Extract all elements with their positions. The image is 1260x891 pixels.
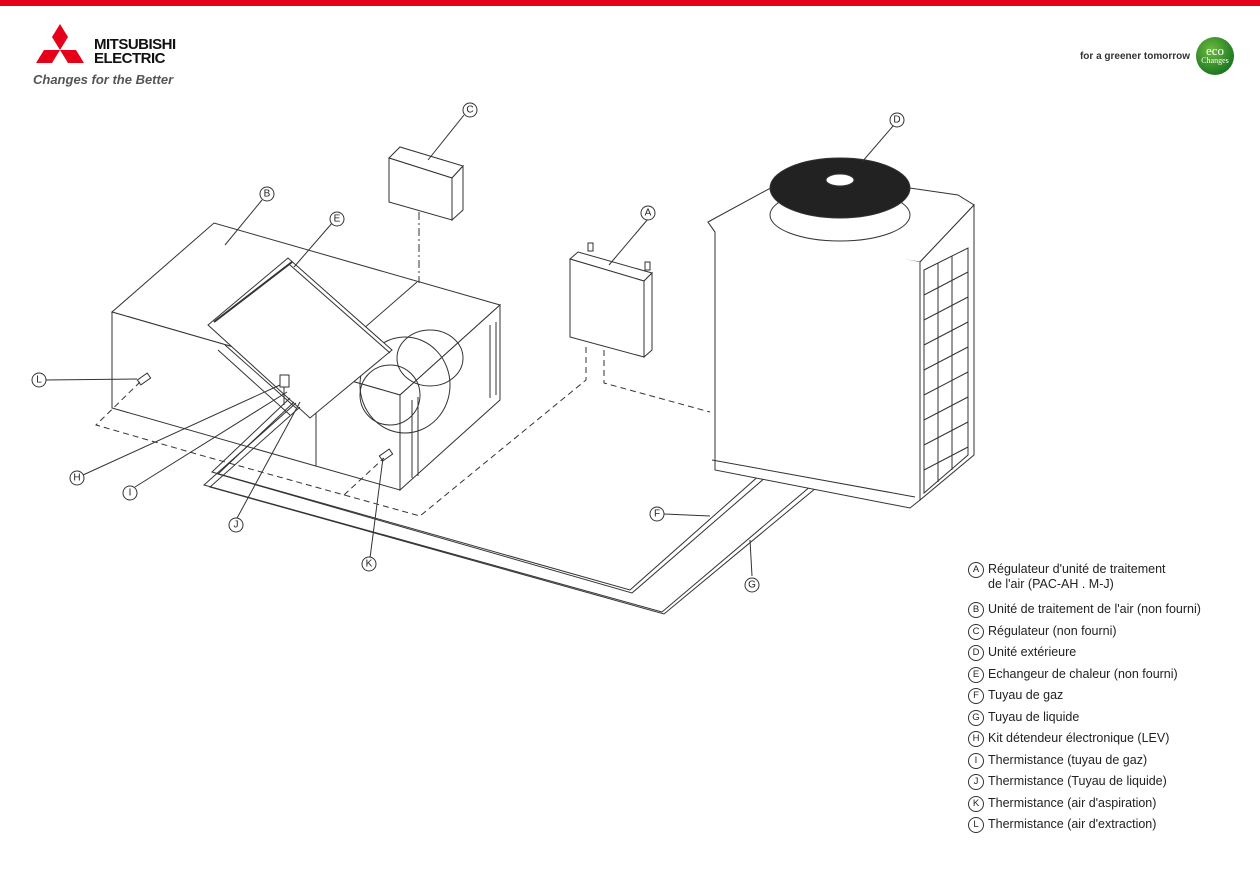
legend-item: L Thermistance (air d'extraction) bbox=[968, 817, 1201, 839]
legend-key-badge: A bbox=[968, 562, 984, 578]
callouts: A B C D E F G H I J K L bbox=[31, 102, 905, 593]
legend-label: Echangeur de chaleur (non fourni) bbox=[988, 666, 1178, 681]
legend-key-badge: E bbox=[968, 666, 984, 683]
callout-h: H bbox=[69, 470, 85, 486]
sensor-k bbox=[378, 448, 394, 462]
legend-key-badge: J bbox=[968, 774, 984, 790]
side-grille bbox=[923, 247, 969, 495]
svg-text:L: L bbox=[36, 375, 42, 386]
callout-i: I bbox=[122, 485, 138, 501]
legend-label: Unité de traitement de l'air (non fourni… bbox=[988, 602, 1201, 616]
refrigerant-pipes bbox=[202, 397, 823, 615]
legend-item: F Tuyau de gaz bbox=[968, 688, 1201, 710]
legend-label: Kit détendeur électronique (LEV) bbox=[988, 731, 1170, 745]
legend-key-badge: I bbox=[968, 752, 984, 769]
callout-g: G bbox=[744, 577, 760, 593]
svg-text:C: C bbox=[466, 105, 473, 116]
svg-text:E: E bbox=[334, 214, 341, 225]
legend-item: D Unité extérieure bbox=[968, 645, 1201, 667]
legend-item: G Tuyau de liquide bbox=[968, 709, 1201, 732]
legend-label: Thermistance (air d'aspiration) bbox=[988, 795, 1157, 810]
eco-badge-line1: eco bbox=[1205, 43, 1225, 58]
legend-item: J Thermistance (Tuyau de liquide) bbox=[968, 774, 1201, 796]
brand-name-line2: ELECTRIC bbox=[94, 50, 166, 67]
svg-text:D: D bbox=[893, 115, 900, 126]
control-wiring bbox=[95, 347, 711, 517]
legend-label: Unité extérieure bbox=[988, 645, 1077, 659]
svg-text:H: H bbox=[73, 473, 80, 484]
legend-label: Régulateur d'unité de traitement de l'ai… bbox=[988, 562, 1166, 591]
callout-k: K bbox=[361, 556, 377, 572]
svg-text:G: G bbox=[748, 580, 756, 591]
controller-c bbox=[388, 146, 464, 283]
leader-lines bbox=[44, 114, 894, 577]
legend-key-badge: C bbox=[968, 623, 984, 640]
legend-key-badge: F bbox=[968, 688, 984, 704]
legend-key-badge: L bbox=[968, 817, 984, 833]
lev-kit bbox=[279, 374, 290, 405]
legend-item: H Kit détendeur électronique (LEV) bbox=[968, 731, 1201, 753]
outdoor-unit bbox=[707, 157, 975, 509]
eco-badge-line2: Changes bbox=[1201, 56, 1229, 65]
callout-j: J bbox=[228, 517, 244, 533]
callout-l: L bbox=[31, 372, 47, 388]
legend-item: K Thermistance (air d'aspiration) bbox=[968, 795, 1201, 818]
legend-item: C Régulateur (non fourni) bbox=[968, 623, 1201, 646]
eco-changes-logo: for a greener tomorrow eco Changes bbox=[1080, 36, 1234, 76]
legend-label: Thermistance (Tuyau de liquide) bbox=[988, 774, 1167, 788]
brand-slogan: Changes for the Better bbox=[33, 72, 174, 87]
svg-text:K: K bbox=[366, 559, 373, 570]
eco-badge-icon: eco Changes bbox=[1196, 37, 1234, 75]
legend-key-badge: B bbox=[968, 602, 984, 618]
svg-text:J: J bbox=[234, 520, 239, 531]
legend-label: Thermistance (air d'extraction) bbox=[988, 817, 1157, 831]
legend-key-badge: G bbox=[968, 709, 984, 726]
brand-top-bar bbox=[0, 0, 1260, 6]
svg-text:A: A bbox=[645, 208, 652, 219]
legend-item: E Echangeur de chaleur (non fourni) bbox=[968, 666, 1201, 689]
legend-label: Tuyau de liquide bbox=[988, 709, 1080, 724]
legend-label: Thermistance (tuyau de gaz) bbox=[988, 752, 1148, 767]
svg-text:F: F bbox=[654, 509, 660, 520]
svg-text:B: B bbox=[264, 189, 271, 200]
legend-item: I Thermistance (tuyau de gaz) bbox=[968, 752, 1201, 775]
legend-key-badge: H bbox=[968, 731, 984, 747]
callout-d: D bbox=[889, 112, 905, 128]
callout-f: F bbox=[649, 506, 665, 522]
legend-label: Tuyau de gaz bbox=[988, 688, 1064, 702]
callout-b: B bbox=[259, 186, 275, 202]
legend-key-badge: D bbox=[968, 645, 984, 661]
mitsubishi-logo: MITSUBISHI ELECTRIC Changes for the Bett… bbox=[30, 24, 210, 94]
legend-key-badge: K bbox=[968, 795, 984, 812]
legend-label: Régulateur (non fourni) bbox=[988, 623, 1117, 638]
controller-a bbox=[568, 242, 653, 359]
brand-name-line1: MITSUBISHI bbox=[94, 36, 176, 53]
callout-c: C bbox=[462, 102, 478, 118]
callout-e: E bbox=[329, 211, 345, 227]
legend-item: B Unité de traitement de l'air (non fourn… bbox=[968, 602, 1201, 624]
callout-a: A bbox=[640, 205, 656, 221]
eco-tagline: for a greener tomorrow bbox=[1079, 50, 1190, 62]
three-diamonds-icon bbox=[36, 24, 84, 63]
svg-text:I: I bbox=[129, 488, 132, 499]
